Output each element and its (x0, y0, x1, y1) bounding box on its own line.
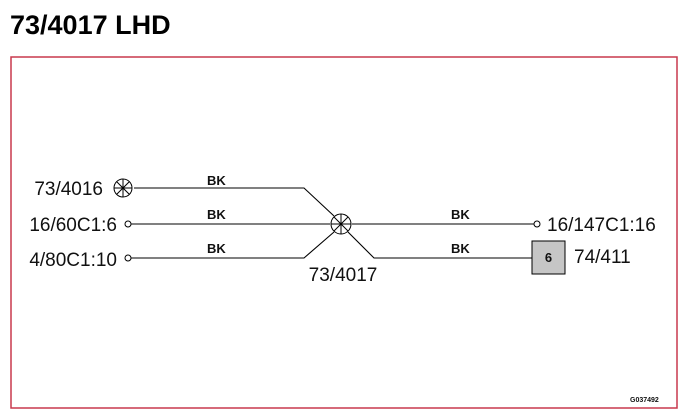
terminal-icon-16-60c1-6 (124, 220, 132, 228)
node-label-73-4016: 73/4016 (34, 179, 103, 200)
node-label-4-80c1-10: 4/80C1:10 (29, 250, 117, 271)
page-title: 73/4017 LHD (10, 10, 171, 40)
wire-color-label: BK (207, 207, 226, 222)
wire-color-label: BK (207, 241, 226, 256)
terminal-icon-16-147c1-16 (533, 220, 541, 228)
node-label-73-4017: 73/4017 (309, 265, 378, 286)
wire-color-label: BK (451, 207, 470, 222)
connector-pin-number: 6 (545, 250, 552, 265)
splice-icon-73-4016 (113, 178, 133, 198)
drawing-id: G037492 (630, 397, 659, 404)
splice-icon-73-4017 (330, 213, 352, 235)
wire-color-label: BK (451, 241, 470, 256)
node-label-16-60c1-6: 16/60C1:6 (29, 215, 117, 236)
node-label-16-147c1-16: 16/147C1:16 (547, 215, 656, 236)
node-label-74-411: 74/411 (574, 247, 631, 268)
connector-icon-74-411 (531, 240, 566, 275)
wire-color-label: BK (207, 173, 226, 188)
wire-74-411 (347, 231, 532, 259)
terminal-icon-4-80c1-10 (124, 254, 132, 262)
wires (128, 187, 534, 259)
diagram-frame (10, 56, 678, 409)
wire-73-4016 (134, 187, 335, 217)
wire-4-80c1-10 (128, 231, 335, 259)
